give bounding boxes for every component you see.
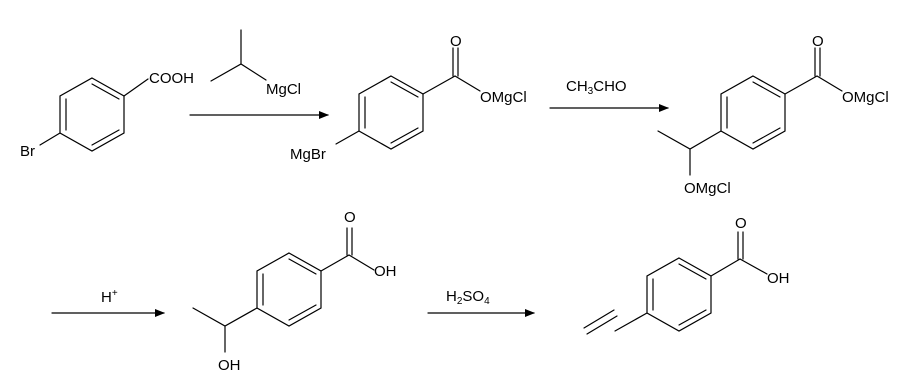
reagent-sulfuric-acid-label: H2SO4 [446, 288, 490, 307]
reagent-isopropyl-grignard: MgCl [210, 29, 301, 98]
intermediate1-omgcl-label: OMgCl [480, 89, 527, 106]
product1-acid-oh: OH [374, 263, 397, 280]
intermediate2-carbonyl-o: O [812, 33, 824, 50]
reagent-mgcl-label: MgCl [266, 81, 301, 98]
reagent-acetaldehyde-label: CH3CHO [566, 78, 627, 97]
intermediate2-omgcl-label: OMgCl [842, 89, 889, 106]
molecule-4-vinylbenzoic-acid: O OH [583, 215, 790, 335]
molecule-4-bromobenzoic-acid: COOH Br [20, 70, 194, 160]
intermediate2-alkoxide-label: OMgCl [684, 180, 731, 197]
intermediate1-mgbr-label: MgBr [290, 146, 326, 163]
intermediate1-carbonyl-o: O [450, 33, 462, 50]
molecule-hydroxyethyl-benzoic-acid: O OH OH [192, 209, 397, 374]
product2-acid-oh: OH [767, 270, 790, 287]
acid-group-label: COOH [149, 70, 194, 87]
product1-alcohol-oh: OH [218, 357, 241, 374]
bromo-label: Br [20, 143, 35, 160]
molecule-grignard-carboxylate: O OMgCl MgBr [290, 33, 527, 163]
reagent-acid-workup-label: H+ [101, 288, 118, 306]
molecule-alkoxide-intermediate: O OMgCl OMgCl [657, 33, 889, 197]
product1-carbonyl-o: O [344, 209, 356, 226]
product2-carbonyl-o: O [735, 215, 747, 232]
